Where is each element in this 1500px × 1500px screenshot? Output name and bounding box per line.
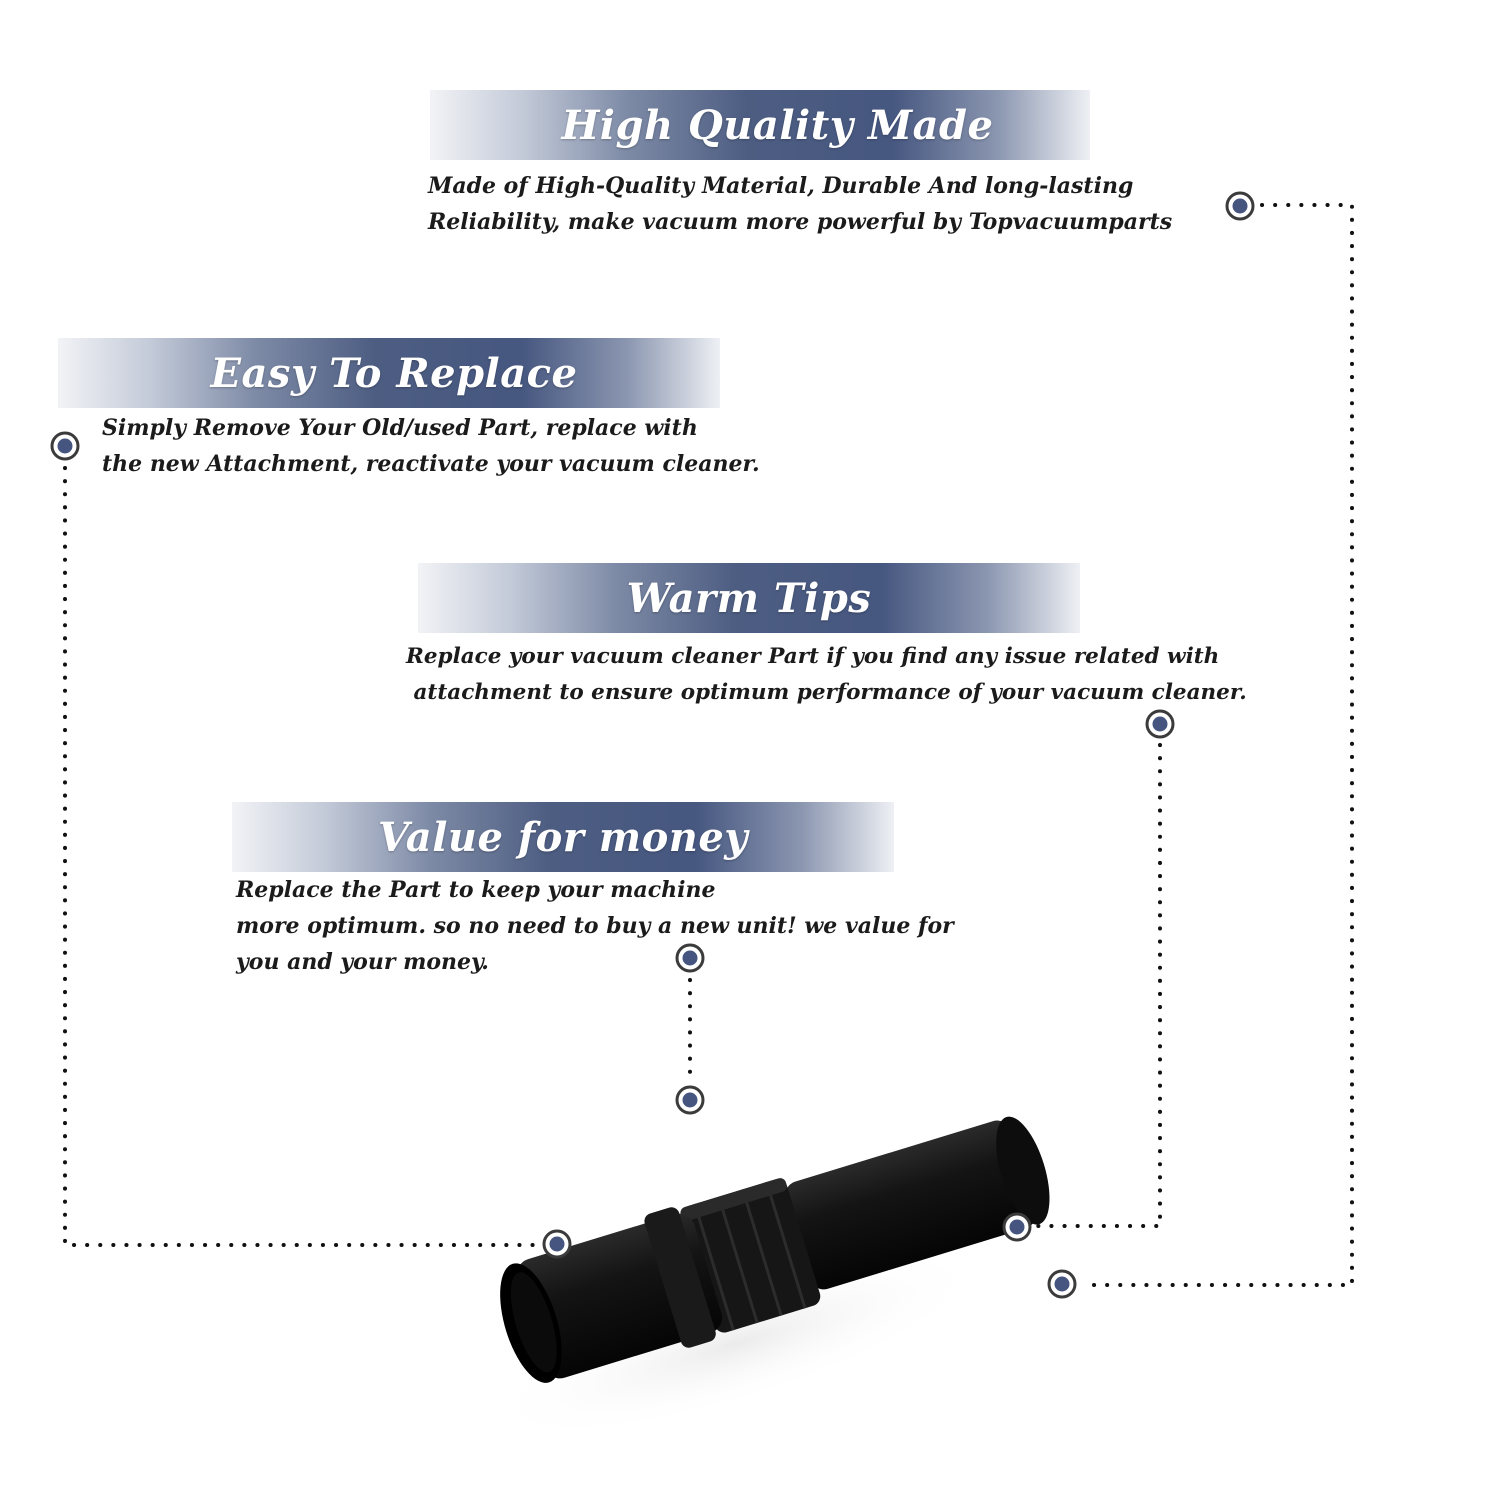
marker-easy-replace-end (542, 1229, 572, 1259)
marker-warm-tips-end (1002, 1212, 1032, 1242)
description-line: attachment to ensure optimum performance… (406, 680, 1247, 705)
description-warm-tips: Replace your vacuum cleaner Part if you … (406, 639, 1247, 711)
description-line: Reliability, make vacuum more powerful b… (428, 209, 1173, 235)
description-value: Replace the Part to keep your machine mo… (236, 872, 954, 980)
marker-easy-replace-start (50, 431, 80, 461)
description-high-quality: Made of High-Quality Material, Durable A… (428, 168, 1172, 240)
description-line: the new Attachment, reactivate your vacu… (102, 451, 760, 477)
marker-warm-tips-start (1145, 709, 1175, 739)
marker-high-quality-start (1225, 191, 1255, 221)
marker-value-start (675, 943, 705, 973)
description-line: you and your money. (236, 949, 489, 975)
description-line: Made of High-Quality Material, Durable A… (428, 173, 1134, 199)
banner-high-quality: High Quality Made (430, 90, 1090, 160)
description-line: Replace your vacuum cleaner Part if you … (406, 644, 1220, 669)
connector-line-warm-tips (1036, 743, 1162, 1228)
product-image (486, 1116, 1050, 1440)
banner-easy-replace: Easy To Replace (58, 338, 720, 408)
banner-title: Easy To Replace (210, 349, 578, 397)
banner-title: Warm Tips (626, 574, 872, 622)
description-line: Simply Remove Your Old/used Part, replac… (102, 415, 698, 441)
banner-title: Value for money (377, 813, 749, 861)
banner-title: High Quality Made (561, 101, 994, 149)
description-line: more optimum. so no need to buy a new un… (236, 913, 954, 939)
marker-dots (50, 191, 1255, 1299)
description-line: Replace the Part to keep your machine (236, 877, 716, 903)
connector-line-high-quality (1080, 203, 1354, 1287)
banner-warm-tips: Warm Tips (418, 563, 1080, 633)
banner-value: Value for money (232, 802, 894, 872)
description-easy-replace: Simply Remove Your Old/used Part, replac… (102, 410, 760, 482)
marker-high-quality-end (1047, 1269, 1077, 1299)
marker-value-end (675, 1085, 705, 1115)
